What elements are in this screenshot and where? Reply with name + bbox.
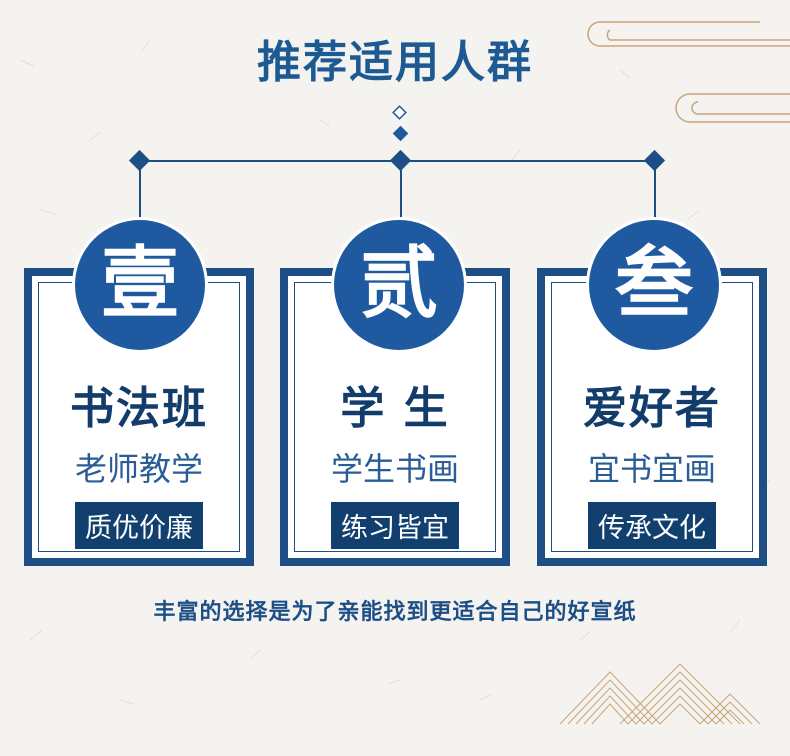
footer-slogan: 丰富的选择是为了亲能找到更适合自己的好宣纸: [153, 600, 637, 625]
numeral-badge-2: 贰: [334, 220, 464, 350]
numeral-badge-3: 叁: [589, 220, 719, 350]
card-tag: 质优价廉: [75, 502, 203, 549]
card-tag: 传承文化: [588, 502, 716, 549]
card-title: 爱好者: [583, 383, 721, 434]
numeral-badge-1: 壹: [75, 220, 205, 350]
card-subtitle: 老师教学: [74, 450, 203, 488]
card-tag: 练习皆宜: [331, 502, 459, 549]
card-title: 学 生: [340, 383, 450, 434]
card-title: 书法班: [70, 383, 208, 434]
card-subtitle: 学生书画: [330, 450, 459, 488]
page-title: 推荐适用人群: [257, 37, 533, 88]
card-subtitle: 宜书宜画: [587, 450, 716, 488]
